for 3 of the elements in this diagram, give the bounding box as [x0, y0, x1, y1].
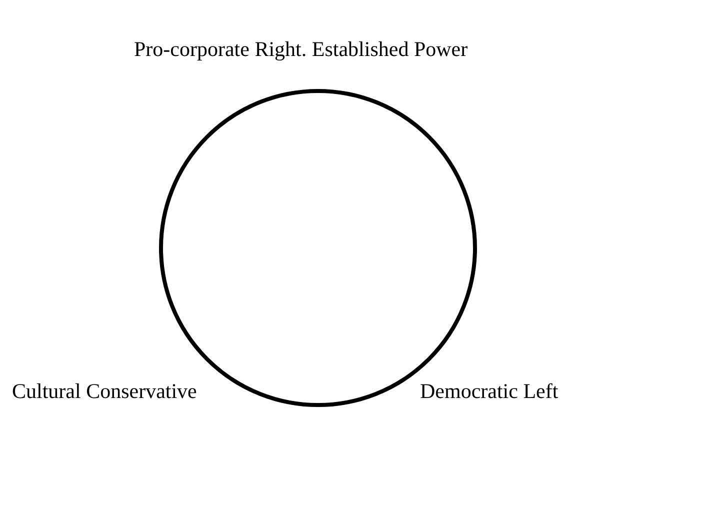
position-label: Pro-corporate Right. Established Power: [134, 37, 468, 61]
position-label: Democratic Left: [420, 379, 558, 403]
position-label: Cultural Conservative: [12, 379, 197, 403]
